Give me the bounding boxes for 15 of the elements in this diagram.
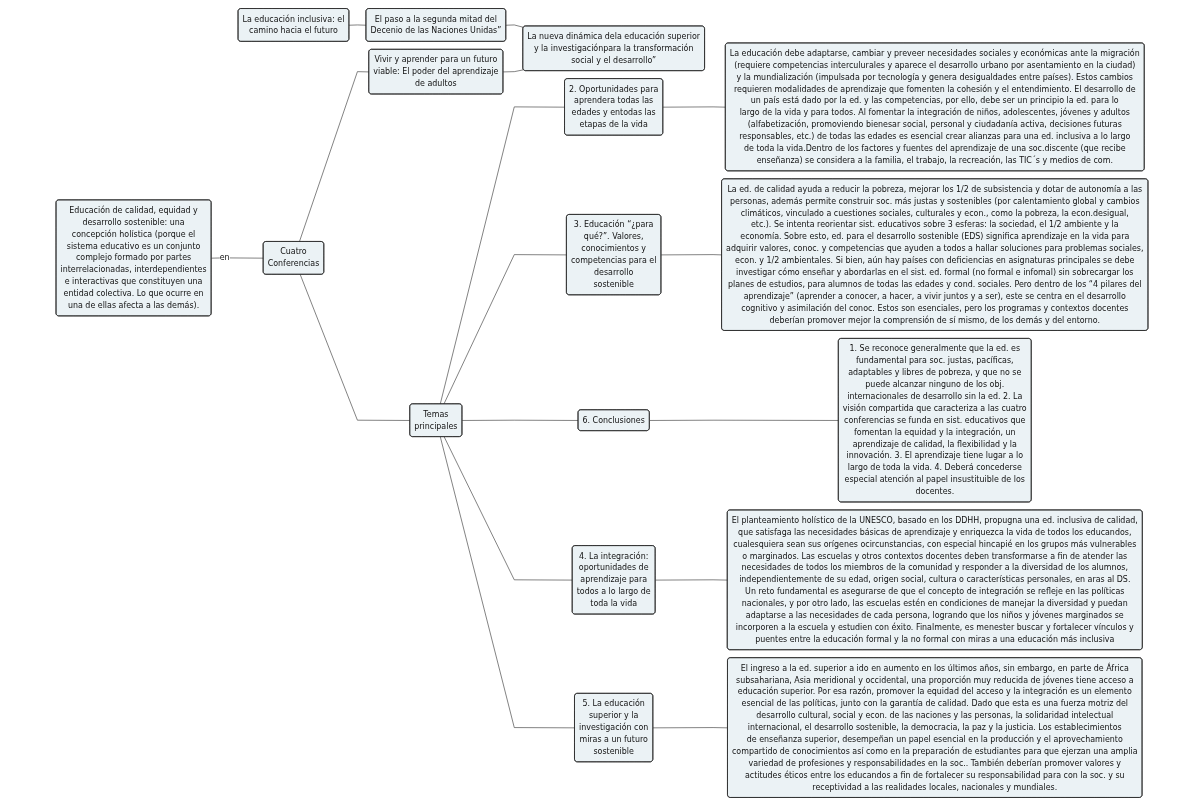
connector [443,436,573,581]
connector [662,106,726,108]
connector [655,579,728,581]
connector [652,727,729,729]
connector [502,69,524,73]
connector [299,274,411,421]
connector [348,24,367,26]
connector [439,106,566,405]
connector [461,419,579,421]
connector [443,254,567,405]
connector [660,254,723,256]
connector [649,419,839,421]
connector [440,436,576,729]
connector [505,24,524,28]
connector [299,71,370,243]
